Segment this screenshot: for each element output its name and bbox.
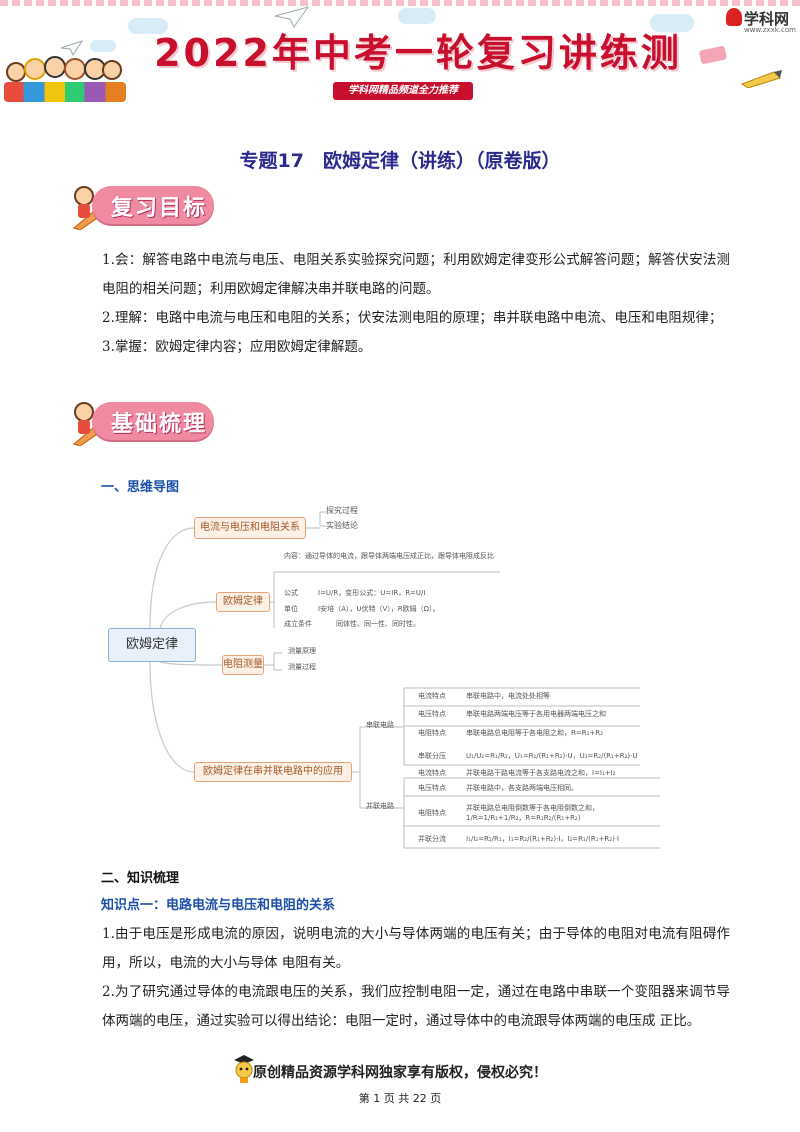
branch-series-parallel-application: 欧姆定律在串并联电路中的应用: [194, 762, 352, 782]
goal-item: 3.掌握：欧姆定律内容；应用欧姆定律解题。: [102, 339, 372, 355]
row-value: 串联电路总电阻等于各电阻之和，R=R₁+R₂: [466, 729, 603, 737]
logo-url: www.zxxk.com: [744, 26, 796, 34]
girl-pencil-icon: [72, 186, 107, 230]
row-key: 电阻特点: [418, 729, 446, 737]
document-title: 专题17 欧姆定律（讲练）（原卷版）: [239, 150, 561, 172]
mind-map-root: 欧姆定律: [108, 628, 196, 662]
logo-mark-icon: [726, 8, 742, 26]
ohms-law-content: 内容：通过导体的电流，跟导体两端电压成正比，跟导体电阻成反比: [284, 552, 494, 560]
row-value: U₁/U₂=R₁/R₂，U₁=R₁/(R₁+R₂)·U，U₂=R₂/(R₁+R₂…: [466, 752, 638, 760]
review-goals-badge: 复习目标: [70, 182, 220, 230]
branch-resistance-measurement: 电阻测量: [222, 655, 264, 675]
knowledge-heading: 二、知识梳理: [101, 871, 180, 886]
row-value: 串联电路两端电压等于各用电器两端电压之和: [466, 710, 606, 718]
knowledge-paragraph: 2.为了研究通过导体的电流跟电压的关系，我们应控制电阻一定，通过在电路中串联一个…: [102, 984, 730, 1029]
goal-item: 2.理解：电路中电流与电压和电阻的关系；伏安法测电阻的原理；串并联电路中电流、电…: [102, 310, 723, 326]
mascot-icon: [234, 1055, 254, 1083]
cloud-decoration: [90, 40, 116, 52]
cloud-decoration: [650, 14, 694, 32]
row-key: 电流特点: [418, 692, 446, 700]
goals-list: 1.会：解答电路中电流与电压、电阻关系实验探究问题；利用欧姆定律变形公式解答问题…: [80, 246, 730, 362]
row-key: 并联分流: [418, 835, 446, 843]
ruler-decoration: [0, 0, 800, 6]
branch-child: 探究过程: [326, 506, 358, 515]
branch-child: 实验结论: [326, 521, 358, 530]
row-key: 电流特点: [418, 769, 446, 777]
goal-item: 1.会：解答电路中电流与电压、电阻关系实验探究问题；利用欧姆定律变形公式解答问题…: [102, 252, 730, 297]
banner-title: 2022年中考一轮复习讲练测: [154, 31, 682, 75]
kids-illustration: [4, 52, 126, 104]
row-key: 电压特点: [418, 784, 446, 792]
branch-current-voltage-resistance: 电流与电压和电阻关系: [194, 517, 306, 539]
branch-ohms-law: 欧姆定律: [216, 592, 270, 612]
knowledge-paragraphs: 1.由于电压是形成电流的原因，说明电流的大小与导体两端的电压有关；由于导体的电阻…: [80, 920, 730, 1036]
parallel-circuit-label: 并联电路: [366, 802, 394, 810]
knowledge-paragraph: 1.由于电压是形成电流的原因，说明电流的大小与导体两端的电压有关；由于导体的电阻…: [102, 926, 730, 971]
row-value: 同体性、同一性、同时性。: [336, 620, 420, 628]
knowledge-point-title: 知识点一：电路电流与电压和电阻的关系: [101, 898, 336, 913]
banner-subtitle: 学科网精品频道全力推荐: [333, 82, 473, 100]
pencil-icon: [740, 70, 782, 88]
row-value: I=U/R，变形公式：U=IR，R=U/I: [318, 589, 426, 597]
branch-child: 测量过程: [288, 663, 316, 671]
mind-map-heading: 一、思维导图: [101, 480, 180, 495]
row-key: 公式: [284, 589, 298, 597]
row-key: 电阻特点: [418, 809, 446, 817]
paper-plane-icon: [274, 6, 310, 28]
row-value: 并联电路中，各支路两端电压相同。: [466, 784, 578, 792]
row-value: 串联电路中，电流处处相等: [466, 692, 550, 700]
row-value: I安培（A），U伏特（V），R欧姆（Ω）。: [318, 605, 440, 613]
paper-plane-icon: [60, 40, 84, 56]
logo-text: 学科网: [744, 10, 790, 28]
branch-child: 测量原理: [288, 647, 316, 655]
cloud-decoration: [398, 8, 436, 24]
series-circuit-label: 串联电路: [366, 721, 394, 729]
row-key: 电压特点: [418, 710, 446, 718]
row-value: 并联电路总电阻倒数等于各电阻倒数之和，1/R=1/R₁+1/R₂，R=R₁R₂/…: [466, 804, 599, 822]
site-logo[interactable]: 学科网 www.zxxk.com: [726, 6, 796, 40]
row-key: 单位: [284, 605, 298, 613]
footer-copyright: 原创精品资源学科网独家享有版权，侵权必究！: [253, 1065, 547, 1081]
cloud-decoration: [128, 18, 168, 34]
row-value: I₁/I₂=R₂/R₁，I₁=R₂/(R₁+R₂)·I，I₂=R₁/(R₁+R₂…: [466, 835, 620, 843]
header-banner: 2022年中考一轮复习讲练测 学科网精品频道全力推荐 学科网 www.zxxk.…: [0, 0, 800, 118]
basics-badge: 基础梳理: [70, 398, 220, 446]
row-value: 并联电路干路电流等于各支路电流之和，I=I₁+I₂: [466, 769, 616, 777]
section-title-basics: 基础梳理: [110, 412, 207, 437]
row-key: 串联分压: [418, 752, 446, 760]
page-number: 第 1 页 共 22 页: [358, 1092, 442, 1105]
section-title-review-goals: 复习目标: [110, 196, 207, 221]
row-key: 成立条件: [284, 620, 312, 628]
